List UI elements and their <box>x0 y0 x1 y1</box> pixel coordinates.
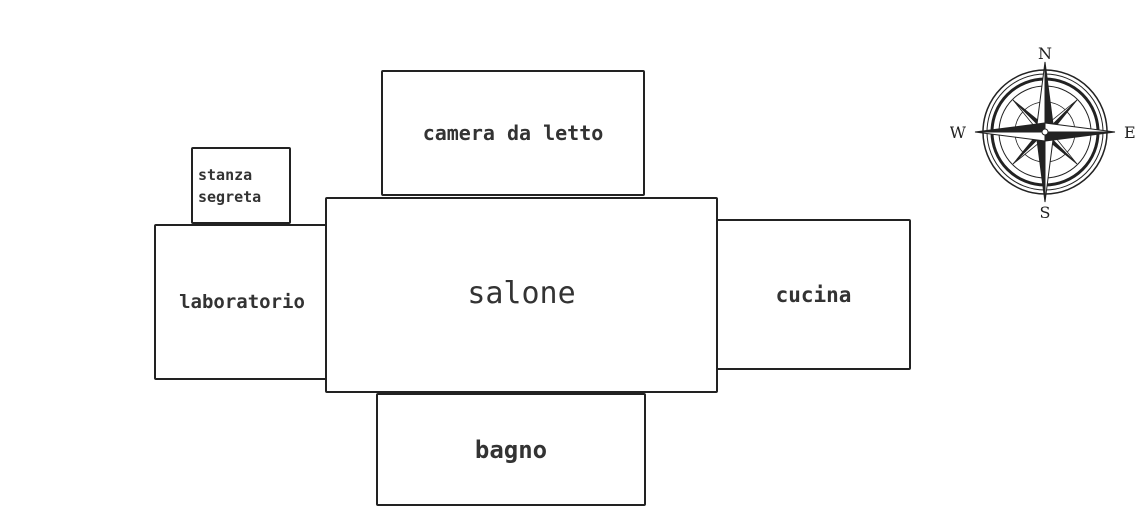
room-salone: salone <box>325 197 718 393</box>
compass-main-points <box>974 61 1116 203</box>
room-label-laboratorio: laboratorio <box>179 291 305 313</box>
compass-south-label: S <box>1040 203 1051 222</box>
compass-west-label: W <box>950 123 967 142</box>
room-label-camera: camera da letto <box>422 121 604 145</box>
room-laboratorio: laboratorio <box>154 224 330 380</box>
room-camera-da-letto: camera da letto <box>381 70 645 196</box>
compass-center <box>1041 128 1049 136</box>
room-label-bagno: bagno <box>474 435 548 464</box>
room-cucina: cucina <box>716 219 911 370</box>
room-label-salone: salone <box>467 275 576 311</box>
room-stanza-segreta: stanza segreta <box>191 147 291 224</box>
compass-east-label: E <box>1124 123 1136 142</box>
room-bagno: bagno <box>376 393 646 506</box>
room-label-cucina: cucina <box>775 282 852 307</box>
compass-north-label: N <box>1038 44 1052 63</box>
compass-rose-icon: N S E W <box>950 44 1136 222</box>
room-label-stanza-segreta: stanza segreta <box>198 165 262 206</box>
